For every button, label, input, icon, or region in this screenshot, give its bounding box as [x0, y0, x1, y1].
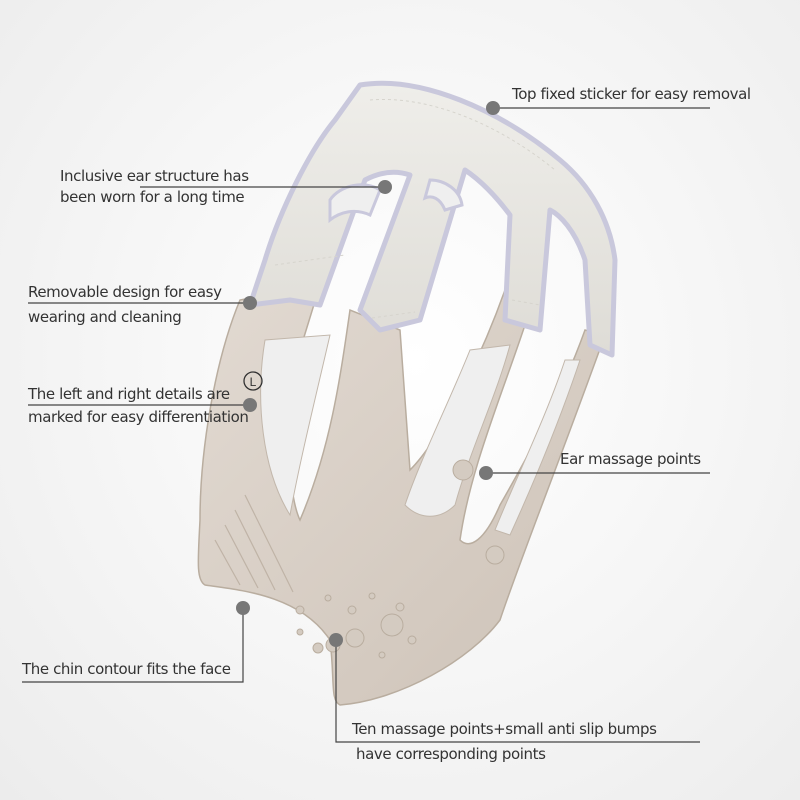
leader-chin-contour [22, 608, 244, 683]
annotation-text: have corresponding points [356, 745, 546, 763]
annotation-text: Ten massage points+small anti slip bumps [352, 720, 657, 738]
side-marker-circle [243, 371, 263, 391]
dot-left-right [243, 398, 257, 412]
annotation-text: been worn for a long time [60, 188, 245, 206]
left-opening [260, 334, 331, 517]
dot-removable [243, 296, 257, 310]
annotation-text: marked for easy differentiation [28, 408, 249, 426]
fabric-stitching [274, 98, 556, 319]
annotation-text: wearing and cleaning [28, 308, 182, 326]
fabric-slot-left [328, 183, 382, 224]
annotation-chin-contour: The chin contour fits the face [22, 659, 231, 680]
leader-ten-points [335, 640, 700, 743]
far-opening [494, 359, 581, 536]
annotation-text: Inclusive ear structure has [60, 167, 249, 185]
right-opening [404, 344, 511, 517]
dot-chin-contour [236, 601, 250, 615]
fabric-slot-center [422, 178, 464, 212]
annotation-top-sticker: Top fixed sticker for easy removal [512, 84, 751, 105]
annotation-removable: Removable design for easy wearing and cl… [28, 282, 222, 328]
chin-ridges [214, 494, 294, 593]
annotation-ear-structure: Inclusive ear structure has been worn fo… [60, 166, 249, 208]
annotation-left-right: The left and right details are marked fo… [28, 384, 249, 428]
annotation-text: Removable design for easy [28, 283, 222, 301]
top-fabric-strap [247, 80, 618, 358]
side-marker-l: L [250, 375, 257, 389]
dot-top-sticker [486, 101, 500, 115]
dot-ten-points [329, 633, 343, 647]
annotation-text: The left and right details are [28, 385, 230, 403]
annotation-ten-points: Ten massage points+small anti slip bumps… [352, 719, 657, 765]
annotation-text: Top fixed sticker for easy removal [512, 85, 751, 103]
annotation-ear-massage: Ear massage points [560, 449, 701, 470]
annotation-text: The chin contour fits the face [22, 660, 231, 678]
dot-ear-massage [479, 466, 493, 480]
annotation-text: Ear massage points [560, 450, 701, 468]
dot-ear-structure [378, 180, 392, 194]
